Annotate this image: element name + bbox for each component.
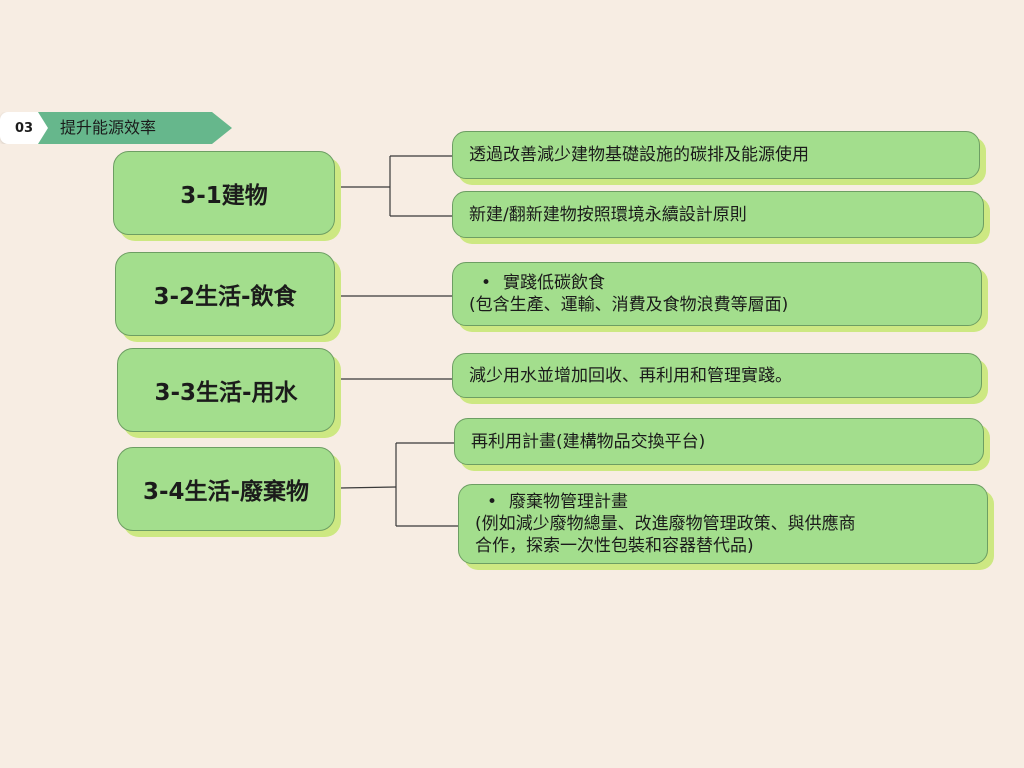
section-number: 03 [0, 112, 48, 144]
detail-bullet-text: 廢棄物管理計畫 [475, 491, 971, 513]
detail-text: 合作，探索一次性包裝和容器替代品) [475, 536, 754, 556]
detail-bullet-text: 實踐低碳飲食 [469, 272, 965, 294]
detail-text: (包含生產、運輸、消費及食物浪費等層面) [469, 295, 789, 315]
detail-box-3-1-a: 透過改善減少建物基礎設施的碳排及能源使用 [452, 131, 980, 179]
category-box-3-2: 3-2生活-飲食 [115, 252, 335, 336]
detail-box-3-1-b: 新建/翻新建物按照環境永續設計原則 [452, 191, 984, 238]
detail-box-3-4-b: 廢棄物管理計畫 (例如減少廢物總量、改進廢物管理政策、與供應商 合作，探索一次性… [458, 484, 988, 564]
section-tag-bar [22, 112, 232, 144]
detail-box-3-3: 減少用水並增加回收、再利用和管理實踐。 [452, 353, 982, 398]
category-box-3-4: 3-4生活-廢棄物 [117, 447, 335, 531]
category-label: 3-2生活-飲食 [153, 284, 297, 310]
detail-text: (例如減少廢物總量、改進廢物管理政策、與供應商 [475, 514, 856, 534]
detail-box-3-4-a: 再利用計畫(建構物品交換平台) [454, 418, 984, 465]
detail-text: 透過改善減少建物基礎設施的碳排及能源使用 [469, 145, 809, 165]
category-box-3-3: 3-3生活-用水 [117, 348, 335, 432]
detail-text: 再利用計畫(建構物品交換平台) [471, 431, 706, 452]
connector-3-4 [339, 486, 397, 489]
detail-text: 新建/翻新建物按照環境永續設計原則 [469, 204, 747, 225]
detail-text: 減少用水並增加回收、再利用和管理實踐。 [469, 365, 792, 386]
category-label: 3-4生活-廢棄物 [142, 479, 310, 505]
category-label: 3-3生活-用水 [154, 380, 298, 406]
section-title: 提升能源效率 [60, 118, 157, 137]
detail-box-3-2: 實踐低碳飲食 (包含生產、運輸、消費及食物浪費等層面) [452, 262, 982, 326]
category-box-3-1: 3-1建物 [113, 151, 335, 235]
category-label: 3-1建物 [180, 183, 268, 209]
